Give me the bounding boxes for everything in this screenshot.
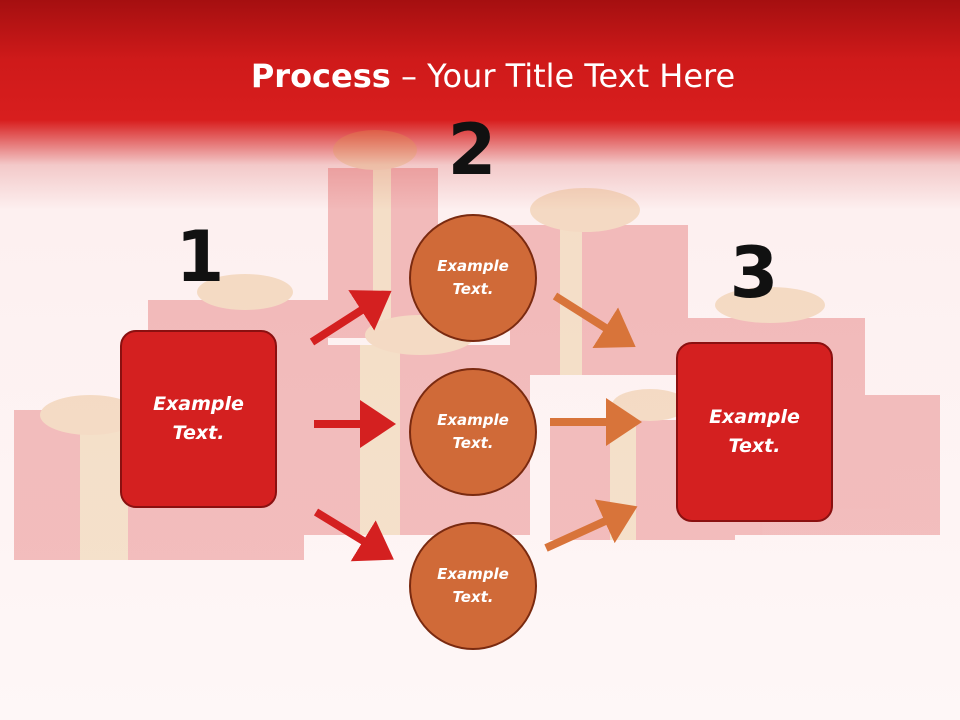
slide-title-rest: – Your Title Text Here xyxy=(390,57,736,95)
slide-title-bold: Process xyxy=(250,57,391,95)
step-1-box: Example Text. xyxy=(120,330,277,508)
step-2-circle-bottom: Example Text. xyxy=(409,522,537,650)
arrow-circle-top-to-box3 xyxy=(552,292,636,349)
step-number-2: 2 xyxy=(447,109,497,191)
arrow-box1-to-circle-bottom xyxy=(313,508,394,562)
step-2-circle-top-text: Example Text. xyxy=(437,257,509,298)
arrow-circle-bottom-to-box3 xyxy=(544,499,638,552)
arrow-box1-to-circle-top xyxy=(309,290,392,346)
step-2-circle-middle: Example Text. xyxy=(409,368,537,496)
step-1-text: Example Text. xyxy=(153,393,244,444)
step-number-1: 1 xyxy=(175,216,225,298)
step-2-circle-top: Example Text. xyxy=(409,214,537,342)
step-3-text: Example Text. xyxy=(709,406,800,457)
step-2-circle-middle-text: Example Text. xyxy=(437,411,509,452)
step-3-box: Example Text. xyxy=(676,342,833,522)
step-2-circle-bottom-text: Example Text. xyxy=(437,565,509,606)
slide-title: Process – Your Title Text Here xyxy=(0,56,960,96)
step-number-3: 3 xyxy=(729,232,779,314)
